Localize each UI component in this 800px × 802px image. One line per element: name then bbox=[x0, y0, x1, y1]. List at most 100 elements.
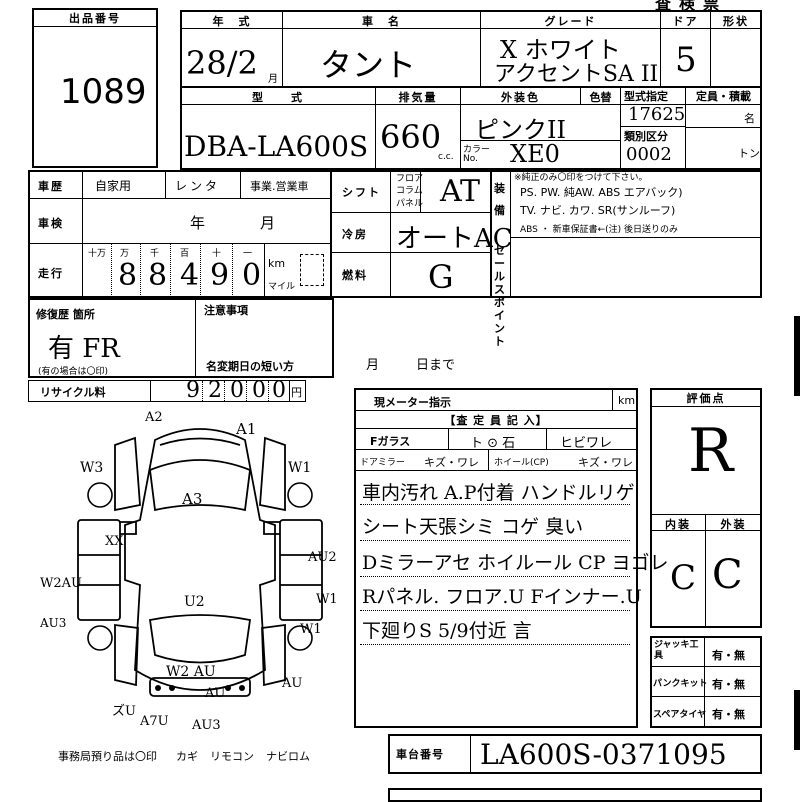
crack-label: ヒビワレ bbox=[560, 436, 613, 451]
puncture-options: 有・無 bbox=[712, 678, 745, 691]
mileage-label: 走行 bbox=[38, 267, 64, 280]
exterior-value: C bbox=[712, 552, 743, 598]
mile-label: マイル bbox=[268, 282, 296, 292]
exterior-color-label: 外装色 bbox=[501, 91, 540, 104]
color-no-value: XE0 bbox=[510, 140, 560, 168]
mileage-digit-10k: 8 bbox=[118, 258, 138, 293]
year-unit: 月 bbox=[268, 74, 278, 85]
evaluation-label: 評価点 bbox=[686, 392, 726, 405]
wheel-options: キズ・ワレ bbox=[578, 456, 633, 469]
recycle-digit-1: 2 bbox=[208, 378, 222, 403]
shift-floor: フロア bbox=[396, 174, 424, 184]
doors-value: 5 bbox=[675, 40, 697, 80]
digit-label-1: 一 bbox=[243, 249, 253, 259]
note-line-5: 下廻りS 5/9付近 言 bbox=[362, 620, 532, 642]
jack-options: 有・無 bbox=[712, 649, 745, 662]
shift-value: AT bbox=[440, 174, 481, 209]
meter-label: 現メーター指示 bbox=[374, 396, 451, 409]
equip-line1: PS. PW. 純AW. ABS エアバック) bbox=[520, 186, 683, 199]
shape-label: 形状 bbox=[723, 15, 749, 28]
damage-label-w1-mid: W1 bbox=[316, 592, 338, 607]
recycle-box bbox=[28, 380, 306, 402]
damage-label-a2: A2 bbox=[145, 410, 163, 425]
mirror-options: キズ・ワレ bbox=[424, 456, 479, 469]
capacity-unit-ton: トン bbox=[738, 147, 760, 160]
tools-block bbox=[650, 636, 762, 728]
office-item-key: カギ bbox=[176, 750, 198, 763]
evaluation-block bbox=[650, 388, 762, 628]
puncture-label: パンクキット bbox=[653, 679, 708, 689]
damage-label-au-rear: AU bbox=[205, 686, 226, 701]
business-option: 事業.営業車 bbox=[250, 180, 309, 193]
mirror-label: ドアミラー bbox=[360, 458, 405, 468]
spare-label: スペアタイヤ bbox=[653, 710, 707, 720]
note-line-1: 車内汚れ A.P付着 ハンドルリゲ bbox=[362, 482, 635, 504]
digit-label-10: 十 bbox=[212, 249, 222, 259]
damage-label-w2au-rear: W2 AU bbox=[166, 664, 216, 680]
lot-number-box bbox=[32, 8, 158, 168]
equip-label: 装備 bbox=[494, 182, 507, 217]
ac-value: オートAC bbox=[396, 224, 513, 254]
repair-label: 修復歴 箇所 bbox=[36, 308, 95, 321]
ac-label: 冷房 bbox=[342, 228, 368, 241]
equip-line3: ABS ・ 新車保証書←(注) 後日送りのみ bbox=[520, 225, 679, 235]
history-label: 車歴 bbox=[38, 180, 64, 193]
type-designation-value: 17625 bbox=[628, 104, 686, 125]
lot-number-label: 出品番号 bbox=[69, 12, 121, 25]
repair-block bbox=[28, 298, 334, 378]
fglass-options: ト ⊙ 石 bbox=[470, 436, 516, 451]
meter-unit: km bbox=[618, 394, 636, 407]
car-diagram bbox=[77, 428, 323, 697]
edge-mark-top bbox=[794, 316, 800, 396]
note-line-4: Rパネル. フロア.U Fインナー.U bbox=[362, 586, 642, 608]
type-designation-label: 型式指定 bbox=[624, 90, 668, 103]
damage-label-w3: W3 bbox=[80, 460, 104, 476]
recycle-digit-0: 9 bbox=[186, 378, 200, 403]
displacement-label: 排気量 bbox=[398, 91, 438, 104]
shift-label: シフト bbox=[342, 186, 381, 199]
grade-line1: X ホワイト bbox=[500, 36, 621, 64]
digit-label-10k: 万 bbox=[120, 249, 130, 259]
mileage-digit-1: 0 bbox=[242, 258, 262, 293]
caution-label: 注意事項 bbox=[204, 304, 248, 317]
capacity-unit-people: 名 bbox=[744, 112, 755, 125]
shift-panel: パネル bbox=[396, 199, 424, 209]
repair-value: 有 FR bbox=[48, 334, 120, 364]
damage-label-a1: A1 bbox=[236, 420, 257, 438]
fuel-value: G bbox=[428, 258, 454, 296]
displacement-unit: c.c. bbox=[438, 152, 454, 162]
year-label: 年 式 bbox=[212, 15, 252, 28]
equip-line2: TV. ナビ. カワ. SR(サンルーフ) bbox=[520, 204, 676, 217]
chassis-block bbox=[388, 734, 762, 774]
damage-label-zu: ズU bbox=[112, 704, 136, 719]
inspector-label: 【査 定 員 記 入】 bbox=[444, 414, 548, 427]
damage-label-au3-left: AU3 bbox=[40, 616, 67, 630]
door-label: ドア bbox=[672, 15, 699, 28]
displacement-value: 660 bbox=[380, 118, 442, 156]
grade-label: グレード bbox=[544, 15, 597, 28]
model-label: 型 式 bbox=[252, 91, 304, 104]
interior-label: 内装 bbox=[665, 518, 691, 531]
vehicle-info-box bbox=[180, 10, 762, 170]
name-change-label: 名変期日の短い方 bbox=[206, 360, 294, 373]
jack-label: ジャッキ工具 bbox=[654, 640, 699, 661]
car-name-label: 車 名 bbox=[362, 15, 401, 28]
history-private-option: 自家用 bbox=[95, 179, 132, 193]
digit-label-100k: 十万 bbox=[88, 249, 107, 259]
mile-checkbox[interactable] bbox=[300, 254, 324, 286]
damage-label-w1-low: W1 bbox=[300, 622, 322, 637]
damage-label-a3: A3 bbox=[182, 490, 203, 508]
office-item-navirom: ナビロム bbox=[266, 750, 310, 763]
color-no-label: カラーNo. bbox=[463, 145, 491, 164]
damage-label-xx: XX bbox=[105, 534, 124, 549]
digit-label-100: 百 bbox=[180, 249, 190, 259]
note-line-3: Dミラーアセ ホイルール CP ヨゴレ bbox=[362, 552, 669, 574]
capacity-label: 定員・積載 bbox=[696, 90, 751, 103]
interior-value: C bbox=[670, 558, 697, 598]
fglass-label: Fガラス bbox=[370, 435, 411, 448]
inspector-block bbox=[354, 388, 638, 728]
top-title: 査検票 bbox=[655, 0, 728, 13]
inspection-month: 月 bbox=[260, 214, 276, 232]
recycle-digit-4: 0 bbox=[272, 378, 286, 403]
damage-label-au-right: AU bbox=[282, 676, 303, 691]
